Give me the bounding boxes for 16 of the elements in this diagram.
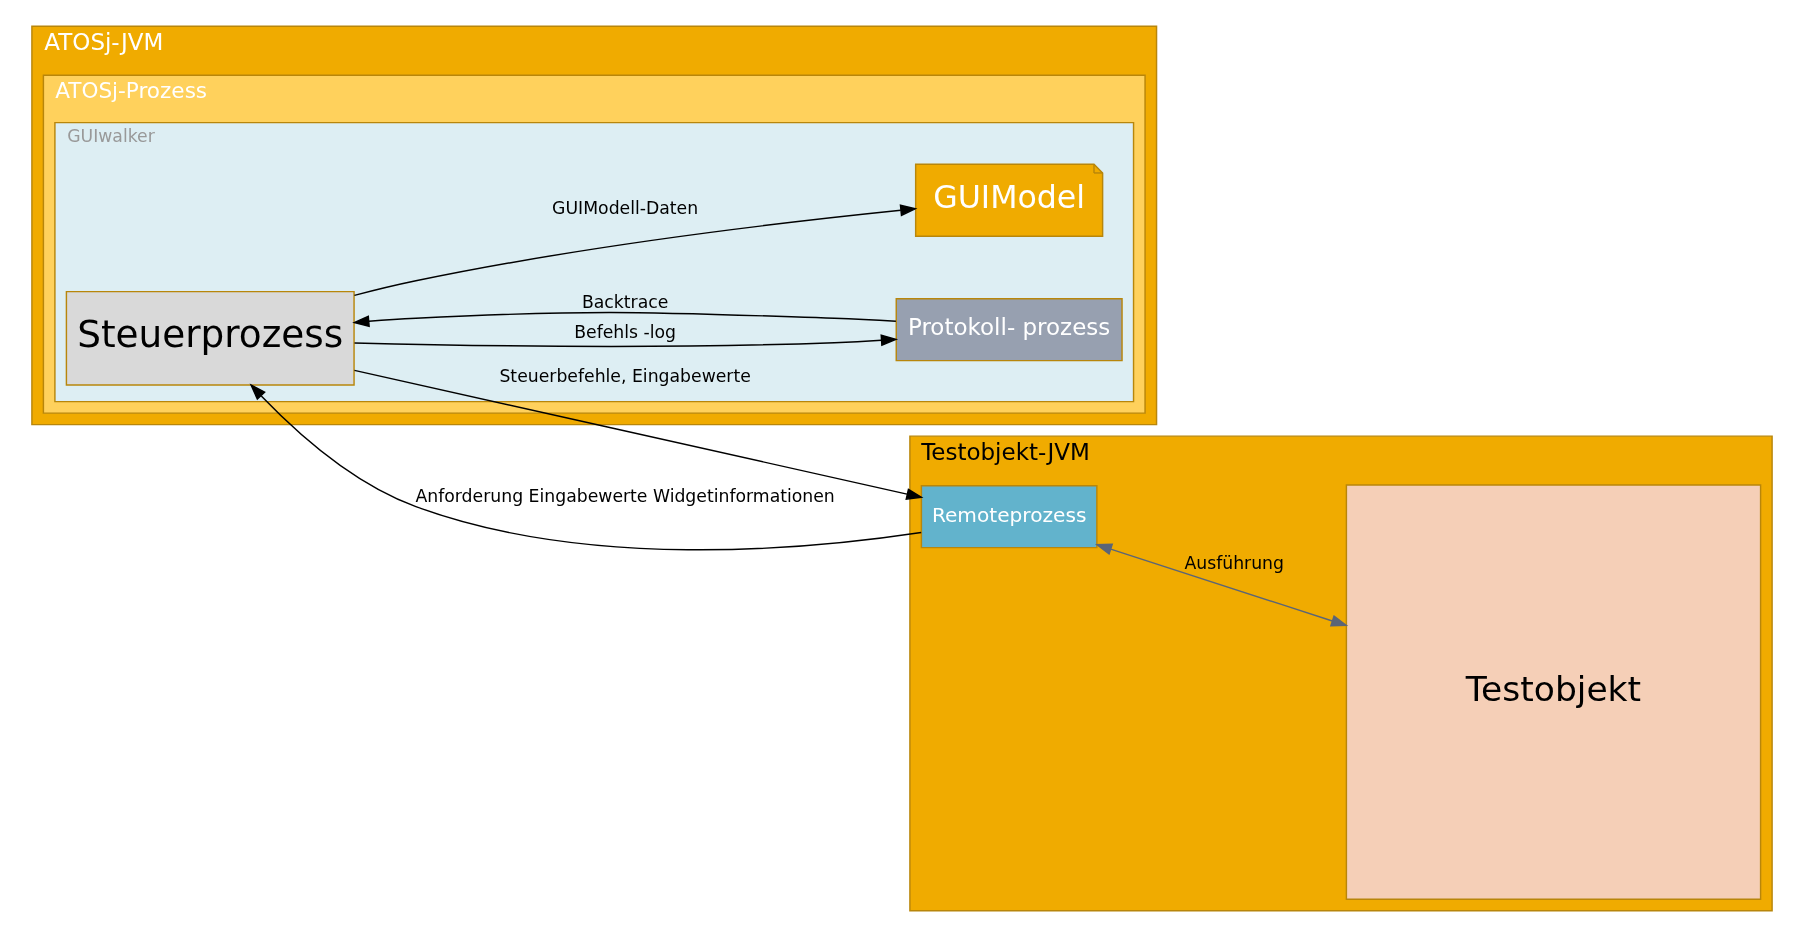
edge-label: Steuerbefehle, Eingabewerte [498, 365, 751, 386]
edge-label: Anforderung Eingabewerte Widgetinformationen [414, 485, 835, 506]
arrow [1094, 543, 1348, 626]
edge-label: GUIModell-Daten [551, 197, 698, 218]
edge-label: Befehls -log [573, 321, 676, 342]
arrow [353, 369, 923, 500]
node-box: Remoteprozess [920, 484, 1098, 548]
edge-label: Backtrace [581, 291, 668, 312]
node-box: Steuerprozess [65, 290, 355, 386]
arrow [353, 203, 917, 296]
node-box: Protokoll- prozess [895, 297, 1123, 361]
arrow [351, 311, 897, 327]
arrow [353, 333, 898, 347]
edge-label: Ausführung [1183, 552, 1284, 573]
arrow [249, 383, 922, 550]
node-box: Testobjekt [1345, 483, 1761, 900]
